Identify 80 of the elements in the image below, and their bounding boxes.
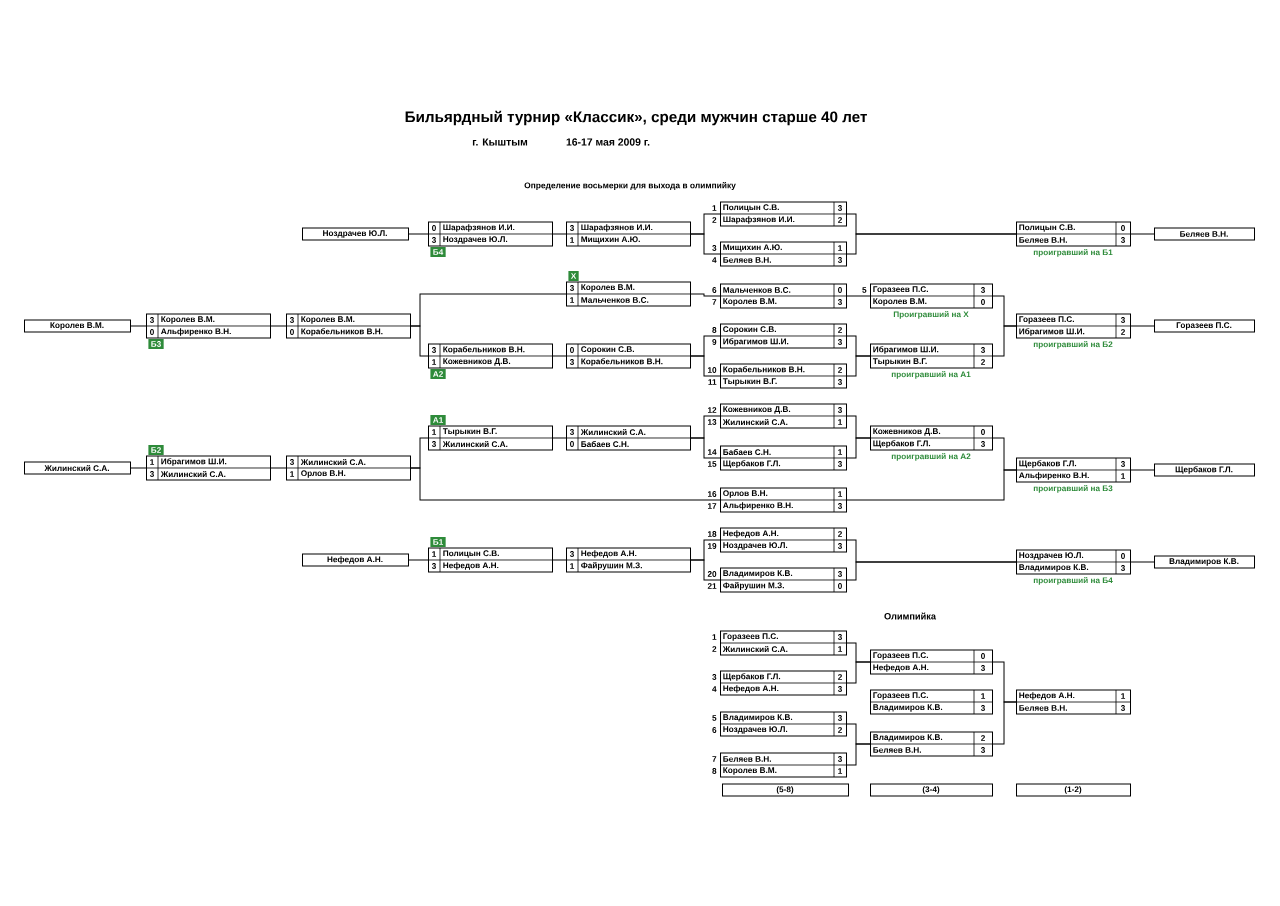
match-box: [427, 221, 553, 247]
result-box: [24, 461, 131, 475]
match-box: [719, 487, 847, 513]
result-box: [870, 783, 993, 797]
match-box: [565, 425, 691, 451]
match-box: [719, 711, 847, 737]
bracket-line: [846, 437, 871, 459]
result-box: [1154, 227, 1255, 241]
bracket-line: [130, 325, 147, 327]
bracket-line: [408, 233, 429, 235]
match-box: [427, 547, 553, 573]
match-box: [719, 670, 847, 696]
bracket-line: [408, 559, 429, 561]
bracket-line: [552, 437, 567, 439]
bracket-line: [410, 325, 429, 357]
match-box: [565, 547, 691, 573]
bracket-line: [846, 295, 871, 297]
bracket-line: [690, 437, 721, 459]
match-box: [1015, 457, 1131, 483]
match-box: [145, 455, 271, 481]
bracket-line: [846, 661, 871, 684]
bracket-line: [992, 701, 1017, 745]
bracket-line: [846, 469, 1017, 501]
result-box: [722, 783, 849, 797]
bracket-line: [690, 233, 721, 255]
bracket-line: [552, 233, 567, 235]
bracket-line: [846, 743, 871, 766]
result-box: [24, 319, 131, 333]
bracket-line: [270, 467, 287, 469]
result-box: [302, 553, 409, 567]
bracket-line: [1130, 325, 1155, 327]
match-box: [869, 689, 993, 715]
result-box: [1154, 555, 1255, 569]
match-box: [565, 221, 691, 247]
bracket-line: [690, 559, 721, 581]
match-box: [1015, 549, 1131, 575]
match-box: [145, 313, 271, 339]
match-box: [869, 283, 993, 309]
match-box: [719, 752, 847, 778]
match-box: [719, 567, 847, 593]
match-box: [427, 425, 553, 451]
bracket-line: [1130, 469, 1155, 471]
bracket-line: [690, 293, 721, 297]
match-box: [869, 649, 993, 675]
match-box: [719, 630, 847, 656]
match-box: [285, 455, 411, 481]
result-box: [1154, 319, 1255, 333]
match-box: [869, 425, 993, 451]
bracket-line: [410, 437, 429, 469]
match-box: [869, 343, 993, 369]
match-box: [719, 241, 847, 267]
match-box: [719, 283, 847, 309]
match-box: [565, 343, 691, 369]
match-box: [719, 403, 847, 429]
bracket-line: [690, 355, 721, 377]
match-box: [1015, 221, 1131, 247]
match-box: [719, 323, 847, 349]
bracket-line: [846, 233, 1017, 255]
bracket-line: [992, 325, 1017, 357]
match-box: [719, 445, 847, 471]
result-box: [302, 227, 409, 241]
match-box: [1015, 689, 1131, 715]
bracket-line: [1130, 233, 1155, 235]
match-box: [719, 527, 847, 553]
match-box: [719, 363, 847, 389]
bracket-line: [846, 561, 1017, 581]
bracket-line: [270, 325, 287, 327]
bracket-line: [130, 467, 147, 469]
bracket-line: [1130, 561, 1155, 563]
match-box: [1015, 313, 1131, 339]
match-box: [869, 731, 993, 757]
bracket-line: [552, 355, 567, 357]
bracket-line: [846, 355, 871, 377]
bracket-line: [552, 559, 567, 561]
match-box: [719, 201, 847, 227]
match-box: [427, 343, 553, 369]
match-box: [285, 313, 411, 339]
result-box: [1016, 783, 1131, 797]
result-box: [1154, 463, 1255, 477]
match-box: [565, 281, 691, 307]
